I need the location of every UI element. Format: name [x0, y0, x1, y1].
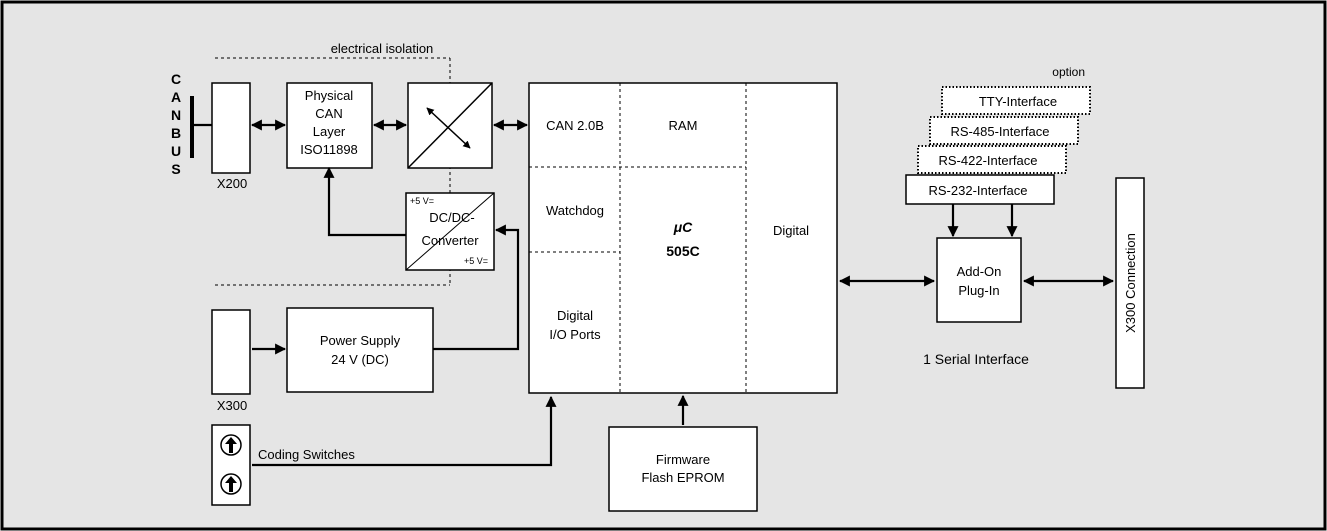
mcu-model-label: 505C [666, 243, 699, 259]
canbus-letter: U [171, 143, 181, 159]
dcdc-bottom-note: +5 V= [464, 256, 488, 266]
coding-switch-icon [220, 473, 242, 495]
rs422-interface-label: RS-422-Interface [939, 153, 1038, 168]
mcu-block [528, 82, 838, 394]
mcu-can-cell: CAN 2.0B [546, 118, 604, 133]
mcu-watchdog-cell: Watchdog [546, 203, 604, 218]
addon-line1: Add-On [957, 264, 1002, 279]
tty-interface-box [941, 86, 1091, 115]
firmware-line1: Firmware [656, 452, 710, 467]
power-supply-box [286, 307, 434, 393]
option-label: option [1052, 65, 1085, 79]
rs232-interface-label: RS-232-Interface [929, 183, 1028, 198]
mcu-digital-cell: Digital [773, 223, 809, 238]
dcdc-to-can-line [323, 166, 406, 237]
mcu-uc-label: μC [673, 219, 693, 235]
firmware-line2: Flash EPROM [641, 470, 724, 485]
canbus-letter: A [171, 89, 181, 105]
isolation-label: electrical isolation [331, 41, 434, 56]
dcdc-top-note: +5 V= [410, 196, 434, 206]
x300-connection-box [1115, 177, 1145, 389]
canbus-label: C A N B U S [171, 71, 181, 177]
canbus-letter: S [171, 161, 180, 177]
x300-connection-label: X300 Connection [1123, 233, 1138, 333]
dcdc-converter-box [405, 192, 495, 271]
dcdc-line2: Converter [421, 233, 479, 248]
rs232-interface-box [905, 174, 1055, 205]
canbus-letter: C [171, 71, 181, 87]
rs485-interface-box [929, 116, 1079, 145]
physical-can-line3: Layer [313, 124, 346, 139]
mcu-ram-cell: RAM [669, 118, 698, 133]
x300-label: X300 [217, 398, 247, 413]
power-supply-line1: Power Supply [320, 333, 401, 348]
power-to-dcdc-line [433, 224, 520, 351]
dcdc-line1: DC/DC- [429, 210, 475, 225]
x200-label: X200 [217, 176, 247, 191]
mcu-io-line1: Digital [557, 308, 593, 323]
addon-plugin-box [936, 237, 1022, 323]
switches-to-io-line [252, 395, 557, 467]
power-supply-line2: 24 V (DC) [331, 352, 389, 367]
physical-can-line2: CAN [315, 106, 342, 121]
firmware-box [608, 426, 758, 512]
addon-line2: Plug-In [958, 283, 999, 298]
x200-connector [211, 82, 251, 174]
tty-interface-label: TTY-Interface [979, 94, 1057, 109]
rs422-interface-box [917, 145, 1067, 174]
rs485-interface-label: RS-485-Interface [951, 124, 1050, 139]
coding-switches-label: Coding Switches [258, 447, 355, 462]
isolator-block [407, 82, 493, 169]
serial-interface-label: 1 Serial Interface [923, 351, 1029, 367]
mcu-io-line2: I/O Ports [549, 327, 601, 342]
canbus-letter: B [171, 125, 181, 141]
physical-can-line1: Physical [305, 88, 354, 103]
physical-can-line4: ISO11898 [300, 142, 358, 157]
canbus-letter: N [171, 107, 181, 123]
coding-switch-icon [220, 434, 242, 456]
x300-connector [211, 309, 251, 395]
